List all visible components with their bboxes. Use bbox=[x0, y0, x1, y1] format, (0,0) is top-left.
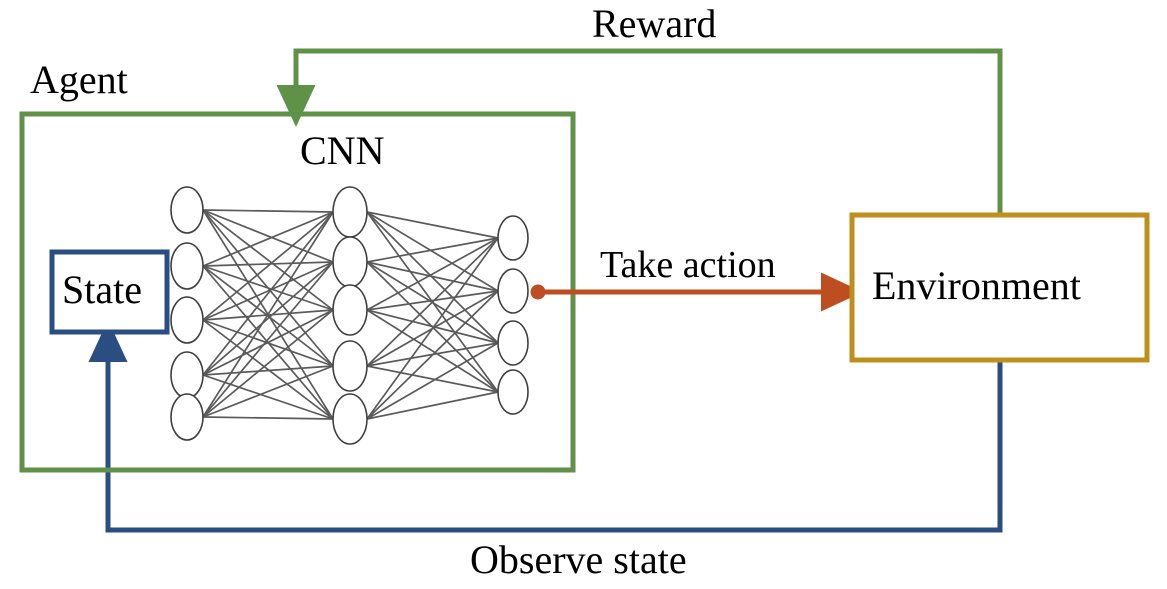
neuron-output-2 bbox=[497, 268, 529, 314]
observe-state-label: Observe state bbox=[470, 537, 687, 582]
neuron-hidden-2 bbox=[332, 236, 368, 288]
neuron-hidden-3 bbox=[332, 284, 368, 336]
agent-label: Agent bbox=[30, 57, 128, 102]
observe-state-arrow bbox=[88, 319, 1003, 533]
neuron-hidden-1 bbox=[332, 186, 368, 238]
environment-label: Environment bbox=[872, 263, 1081, 308]
reward-arrow bbox=[276, 48, 1003, 216]
state-box bbox=[49, 249, 170, 335]
take-action-label: Take action bbox=[600, 244, 776, 286]
network-nodes bbox=[170, 186, 529, 445]
reward-label: Reward bbox=[592, 1, 717, 46]
take-action-source-dot bbox=[530, 284, 546, 300]
neuron-input-3 bbox=[170, 296, 204, 344]
neuron-output-3 bbox=[497, 320, 529, 366]
network-edges bbox=[202, 209, 499, 420]
neuron-hidden-5 bbox=[332, 393, 368, 445]
cnn-label: CNN bbox=[300, 128, 385, 173]
neuron-input-4 bbox=[170, 351, 204, 399]
neuron-output-1 bbox=[497, 215, 529, 261]
neuron-input-2 bbox=[170, 242, 204, 290]
neuron-input-5 bbox=[170, 393, 204, 441]
neuron-hidden-4 bbox=[332, 340, 368, 392]
state-label: State bbox=[62, 267, 142, 312]
neuron-input-1 bbox=[170, 186, 204, 234]
environment-box bbox=[849, 212, 1150, 363]
neuron-output-4 bbox=[497, 369, 529, 415]
